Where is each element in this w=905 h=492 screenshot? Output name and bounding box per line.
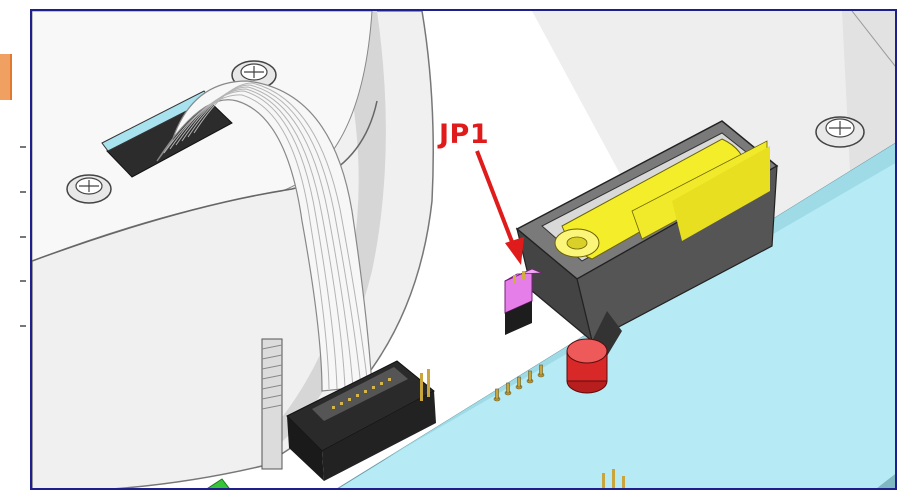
red-led bbox=[566, 338, 608, 394]
speaker-top-edge bbox=[32, 100, 378, 262]
callout-arrow bbox=[475, 150, 524, 265]
screw-left bbox=[66, 174, 112, 204]
connector-pins bbox=[332, 378, 391, 409]
board-header-connector bbox=[286, 360, 436, 481]
board-illustration bbox=[32, 11, 895, 488]
jp1-callout-label: JP1 bbox=[439, 119, 490, 150]
ribbon-wires bbox=[163, 82, 369, 390]
page-tab-marker bbox=[0, 54, 12, 100]
left-margin-strip bbox=[0, 0, 30, 492]
small-header-pins bbox=[493, 364, 545, 402]
battery-holder bbox=[515, 120, 779, 356]
housing-edge bbox=[851, 11, 895, 67]
board-front-edge bbox=[877, 474, 895, 488]
jumper-jp1 bbox=[504, 268, 543, 335]
margin-dash bbox=[20, 325, 26, 327]
green-component bbox=[207, 478, 230, 488]
margin-dash bbox=[20, 236, 26, 238]
margin-dash bbox=[20, 146, 26, 148]
margin-dash bbox=[20, 280, 26, 282]
screw-right bbox=[815, 116, 865, 148]
illustration-frame: JP1 bbox=[30, 9, 897, 490]
standoff-post bbox=[261, 338, 283, 470]
margin-dash bbox=[20, 191, 26, 193]
bottom-pins bbox=[602, 469, 625, 488]
standoff-threads bbox=[261, 344, 283, 410]
